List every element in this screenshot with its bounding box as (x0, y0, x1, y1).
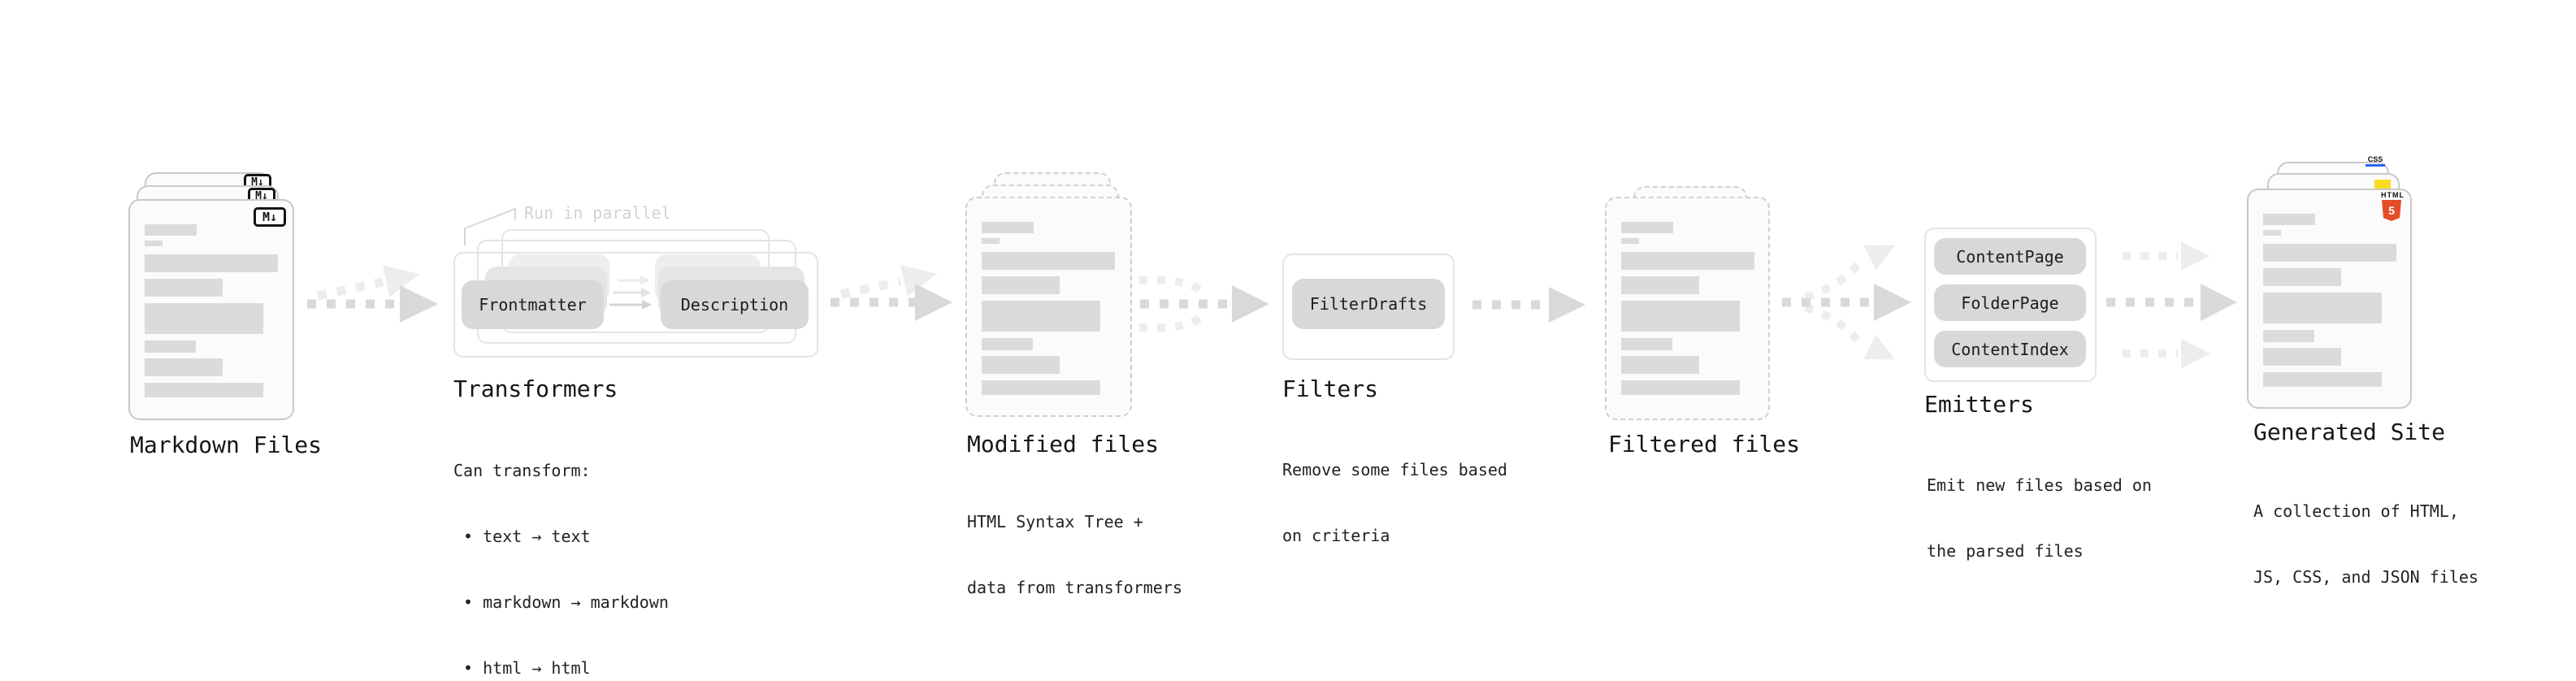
filtered-file-card (1605, 197, 1770, 420)
emitter-pill-contentindex: ContentIndex (1934, 331, 2086, 367)
stage-title-transformers: Transformers (453, 375, 618, 402)
skeleton-text (982, 222, 1115, 395)
skeleton-bar (1621, 338, 1672, 350)
skeleton-bar (145, 303, 263, 334)
skeleton-bar (982, 222, 1034, 233)
arrow-markdown-to-transformers (307, 265, 438, 323)
desc-line: on criteria (1282, 526, 1390, 545)
css-icon-bar (2366, 164, 2385, 167)
skeleton-text (2263, 214, 2396, 387)
skeleton-bar (2263, 372, 2382, 387)
emitters-box (1924, 228, 2097, 382)
emitters-description: Emit new files based on the parsed files (1927, 431, 2152, 606)
desc-line: HTML Syntax Tree + (967, 512, 1143, 531)
transformers-description: Can transform: • text → text • markdown … (453, 416, 669, 681)
skeleton-bar (982, 380, 1100, 395)
skeleton-bar (2263, 214, 2315, 225)
transformer-layer-front (453, 252, 818, 358)
transformer-pill-frontmatter: Frontmatter (462, 280, 604, 329)
html5-icon-word: HTML (2381, 191, 2405, 199)
skeleton-bar (2263, 330, 2314, 342)
desc-line: the parsed files (1927, 541, 2084, 561)
emitter-pill-folderpage: FolderPage (1934, 284, 2086, 321)
skeleton-bar (982, 338, 1033, 350)
html5-icon: HTML 5 (2381, 191, 2405, 221)
skeleton-bar (145, 224, 197, 236)
skeleton-bar (2263, 230, 2281, 236)
skeleton-bar (1621, 252, 1754, 270)
skeleton-bar (2263, 348, 2341, 366)
skeleton-bar (145, 358, 223, 376)
skeleton-bar (1621, 238, 1639, 244)
skeleton-bar (982, 238, 1000, 244)
run-in-parallel-note: Run in parallel (524, 203, 671, 223)
arrow-emitters-to-generated (2106, 241, 2237, 368)
skeleton-bar (2263, 244, 2396, 262)
arrow-filtered-to-emitters (1782, 245, 1911, 360)
skeleton-bar (145, 279, 223, 297)
arrow-modified-to-filters (1139, 276, 1269, 332)
skeleton-bar (145, 340, 196, 353)
skeleton-bar (145, 383, 263, 397)
desc-line: • markdown → markdown (453, 592, 669, 612)
transformer-pill-description: Description (661, 280, 809, 329)
modified-files-description: HTML Syntax Tree + data from transformer… (967, 467, 1182, 643)
skeleton-bar (2263, 268, 2341, 286)
arrow-filters-to-filtered (1472, 287, 1585, 323)
skeleton-bar (1621, 222, 1673, 233)
emitter-pill-contentpage: ContentPage (1934, 238, 2086, 275)
css-icon: CSS (2366, 156, 2385, 167)
stage-title-markdown-files: Markdown Files (130, 432, 323, 458)
desc-line: Remove some files based (1282, 460, 1507, 479)
stage-title-emitters: Emitters (1924, 391, 2034, 418)
markdown-icon: M↓ (254, 207, 286, 227)
skeleton-bar (982, 356, 1060, 374)
desc-line: • html → html (453, 658, 591, 678)
skeleton-bar (2263, 293, 2382, 323)
skeleton-bar (1621, 356, 1699, 374)
skeleton-bar (1621, 380, 1740, 395)
stage-title-generated-site: Generated Site (2253, 419, 2446, 445)
generated-site-description: A collection of HTML, JS, CSS, and JSON … (2253, 457, 2478, 632)
desc-line: Emit new files based on (1927, 475, 2152, 495)
skeleton-bar (145, 254, 278, 272)
markdown-file-card (128, 199, 294, 420)
filters-description: Remove some files based on criteria (1282, 415, 1507, 591)
desc-line: Can transform: (453, 461, 591, 480)
skeleton-text (145, 224, 278, 397)
skeleton-bar (982, 276, 1060, 294)
generated-file-card (2247, 189, 2412, 409)
skeleton-bar (982, 301, 1100, 332)
arrow-transformers-to-modified (830, 265, 952, 321)
skeleton-bar (1621, 301, 1740, 332)
desc-line: data from transformers (967, 578, 1182, 597)
skeleton-bar (982, 252, 1115, 270)
skeleton-text (1621, 222, 1754, 395)
desc-line: JS, CSS, and JSON files (2253, 567, 2478, 587)
desc-line: • text → text (453, 527, 591, 546)
desc-line: A collection of HTML, (2253, 501, 2459, 521)
skeleton-bar (1621, 276, 1699, 294)
stage-title-modified-files: Modified files (967, 431, 1160, 458)
html5-icon-shield: 5 (2382, 200, 2401, 221)
modified-file-card (965, 197, 1132, 417)
filters-box (1282, 254, 1455, 360)
stage-title-filters: Filters (1282, 375, 1379, 402)
filter-pill-filterdrafts: FilterDrafts (1292, 279, 1445, 329)
skeleton-bar (145, 241, 163, 246)
javascript-icon (2374, 180, 2391, 189)
stage-title-filtered-files: Filtered files (1608, 431, 1801, 458)
